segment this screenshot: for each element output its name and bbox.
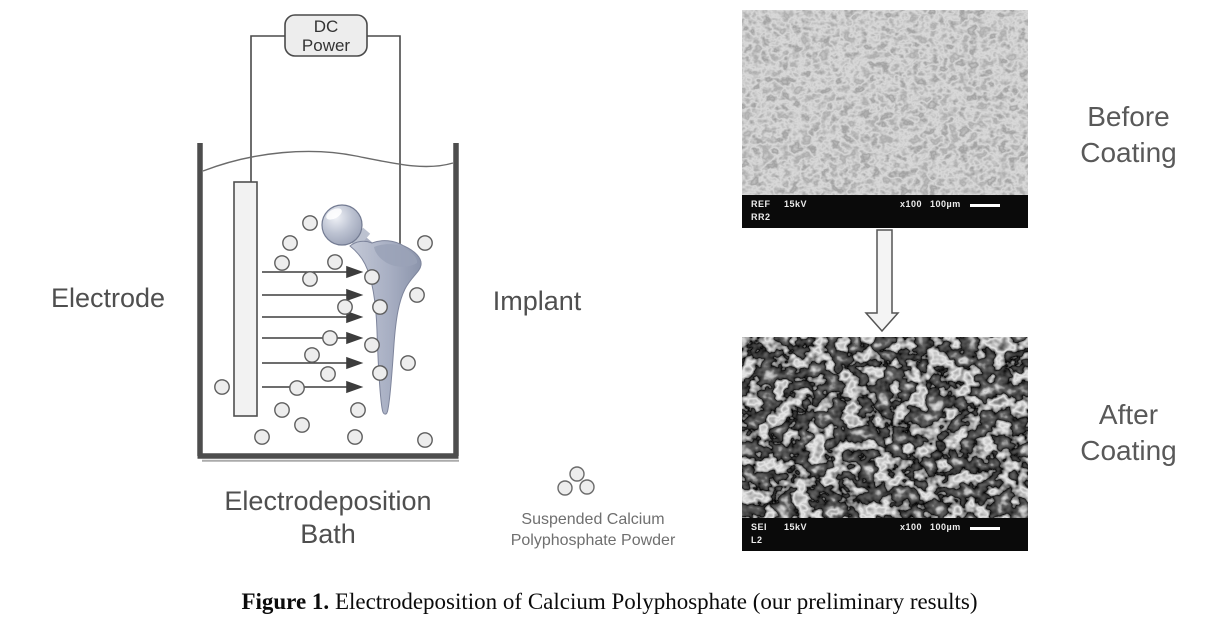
dc-power-label-line2: Power (302, 36, 351, 55)
sem-after-stage-id: L2 (751, 535, 763, 545)
before-coating-label-line1: Before (1087, 101, 1170, 132)
powder-legend-particles (557, 466, 595, 496)
powder-label-line2: Polyphosphate Powder (511, 532, 676, 549)
bath-label-line1: Electrodeposition (224, 486, 431, 516)
after-coating-label-line2: Coating (1080, 435, 1177, 466)
bath-walls (197, 143, 459, 456)
bath-label-line2: Bath (300, 519, 356, 549)
powder-label-line1: Suspended Calcium (521, 511, 664, 528)
sem-after-magnification: x100 (900, 522, 923, 532)
sem-after-scale-bar (970, 527, 1000, 530)
implant-ball-head (321, 204, 363, 246)
sem-before-magnification: x100 (900, 199, 923, 209)
before-coating-label: Before Coating (1038, 99, 1219, 171)
sem-before-voltage: 15kV (784, 199, 808, 209)
dc-power-box (284, 14, 368, 57)
implant-label: Implant (493, 286, 582, 316)
water-surface-line (202, 150, 454, 172)
sem-before-stage-id: RR2 (751, 212, 771, 222)
figure-caption: Figure 1. Electrodeposition of Calcium P… (0, 589, 1219, 615)
sem-before-texture (742, 10, 1028, 195)
sem-after-detector: SEI (751, 522, 768, 532)
sem-before-info-bar: REF 15kV x100 100µm RR2 (742, 195, 1028, 228)
implant-stem (349, 240, 422, 415)
dc-power-label-line1: DC (314, 17, 339, 36)
implant-illustration (321, 204, 422, 415)
power-wires (250, 35, 401, 251)
electrode-label: Electrode (51, 283, 165, 313)
before-coating-label-line2: Coating (1080, 137, 1177, 168)
implant-stem-facet (374, 244, 418, 267)
suspended-particles (214, 215, 433, 448)
after-coating-label: After Coating (1038, 397, 1219, 469)
sem-before-scale-text: 100µm (930, 199, 961, 209)
sem-after-texture (742, 337, 1028, 518)
sem-before-scale-bar (970, 204, 1000, 207)
after-coating-label-line1: After (1098, 399, 1159, 430)
figure-caption-text: Electrodeposition of Calcium Polyphospha… (329, 589, 978, 614)
electrodeposition-diagram: DC Power (51, 14, 676, 549)
sem-after-voltage: 15kV (784, 522, 808, 532)
figure-caption-number: Figure 1. (241, 589, 330, 614)
electrode-shape (233, 181, 258, 417)
sem-after-info-bar: SEI 15kV x100 100µm L2 (742, 518, 1028, 551)
sem-micrograph-after: SEI 15kV x100 100µm L2 (742, 337, 1028, 551)
implant-ball-highlight (326, 208, 342, 220)
sem-micrograph-before: REF 15kV x100 100µm RR2 (742, 10, 1028, 228)
before-to-after-arrow (864, 229, 900, 333)
sem-before-detector: REF (751, 199, 771, 209)
sem-after-scale-text: 100µm (930, 522, 961, 532)
